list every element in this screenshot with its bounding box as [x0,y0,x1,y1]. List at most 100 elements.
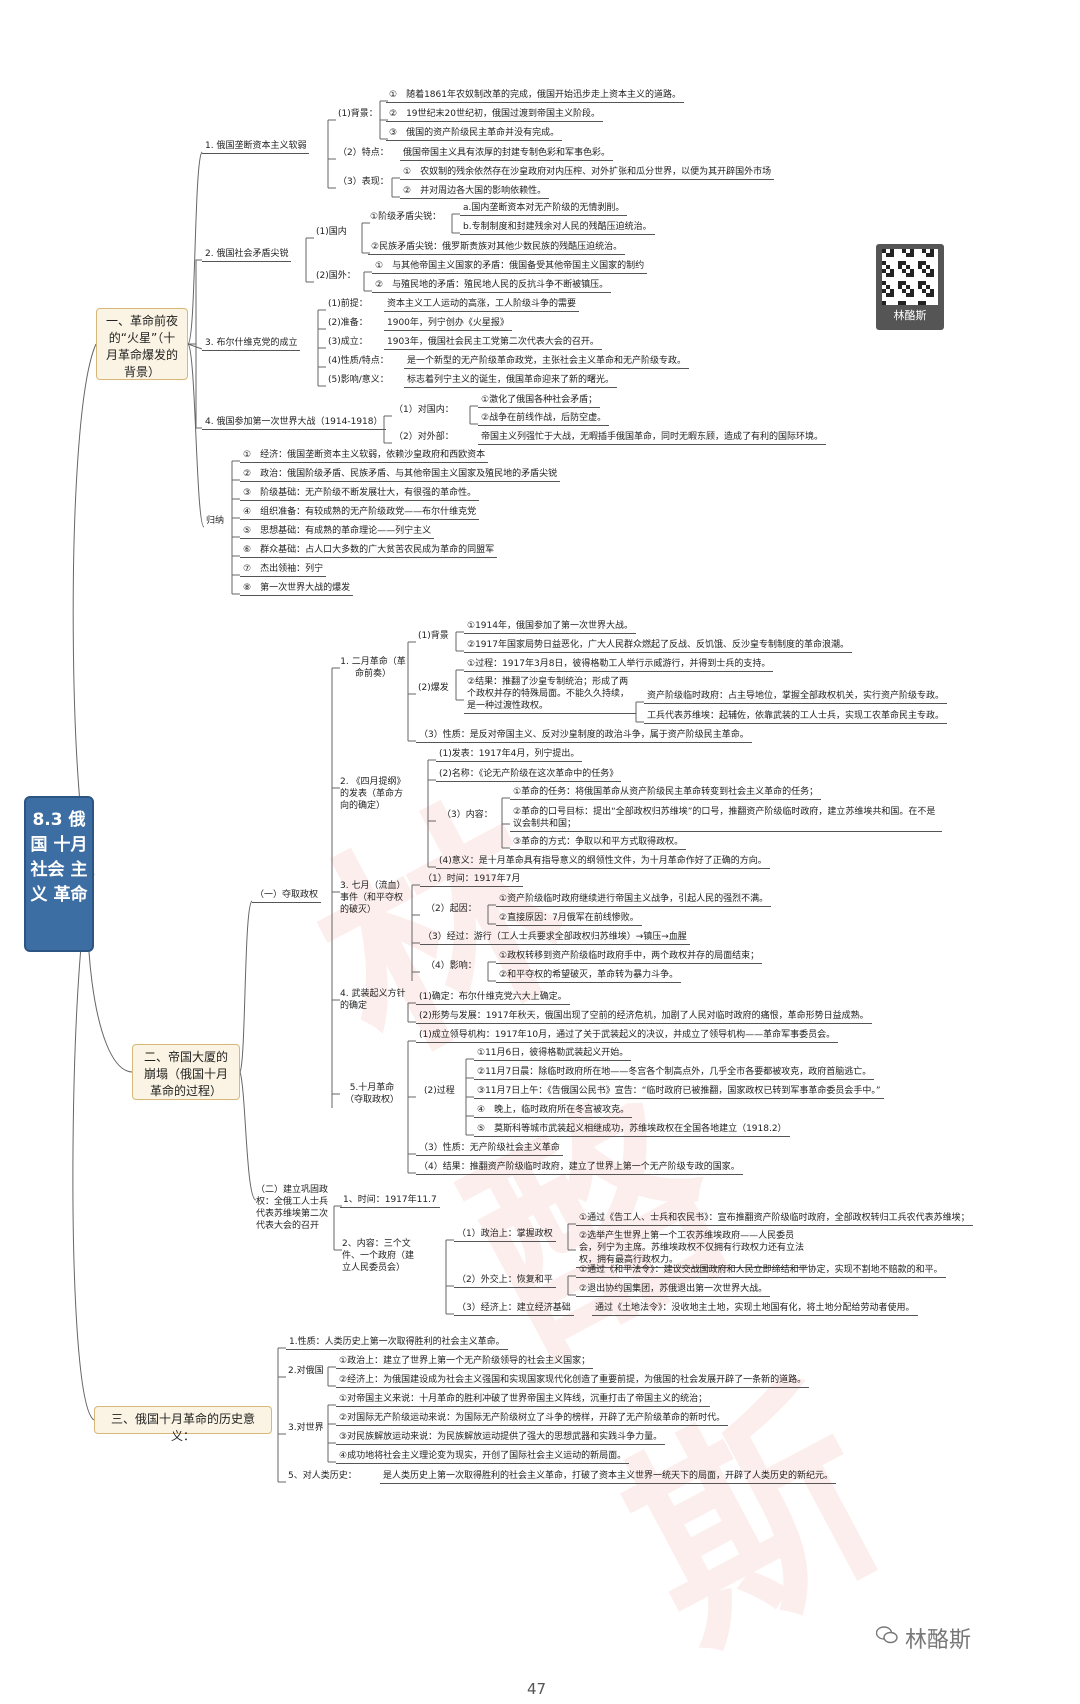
list-item: ⑥ 群众基础：占人口大多数的广大贫苦农民成为革命的同盟军 [240,544,498,558]
list-item: 工兵代表苏维埃：起辅佐，依靠武装的工人士兵，实现工农革命民主专政。 [644,710,948,724]
list-item: ③ 俄国的资产阶级民主革命并没有完成。 [386,127,563,141]
list-item: ⑤ 思想基础：有成熟的革命理论——列宁主义 [240,525,435,539]
s2-p1-label[interactable]: （一）夺取政权 [252,889,322,903]
root-topic[interactable]: 8.3 俄国 十月 社会 主义 革命 [24,796,94,952]
list-item: ① 经济：俄国垄断资本主义软弱，依赖沙皇政府和西欧资本 [240,449,489,463]
s2-c2-nr-label: （3）内容： [442,810,493,820]
list-item: ②直接原因：7月俄军在前线惨败。 [496,912,642,926]
wechat-icon [876,1626,898,1644]
section-2-title[interactable]: 二、帝国大厦的崩塌（俄国十月革命的过程） [132,1044,240,1100]
list-item: ① 随着1861年农奴制改革的完成，俄国开始迅步走上资本主义的道路。 [386,89,684,103]
list-item: 1903年，俄国社会民主工党第二次代表大会的召开。 [384,336,602,350]
list-item: （3）经过：游行（工人士兵要求全部政权归苏维埃）→镇压→血腥 [420,931,690,945]
list-item: ①革命的任务：将俄国革命从资产阶级民主革命转变到社会主义革命的任务； [510,786,822,800]
list-item: ④ 组织准备：有较成熟的无产阶级政党——布尔什维克党 [240,506,480,520]
list-item: ① 与其他帝国主义国家的矛盾：俄国备受其他帝国主义国家的制约 [372,260,648,274]
list-item: 是人类历史上第一次取得胜利的社会主义革命，打破了资本主义世界一统天下的局面，开辟… [380,1470,837,1484]
s1-b2-gw-label: (2)国外： [316,271,356,281]
list-item: ②战争在前线作战，后防空虚。 [478,412,610,426]
list-item: 资本主义工人运动的高涨，工人阶级斗争的需要 [384,298,580,312]
list-item: 是一个新型的无产阶级革命政党，主张社会主义革命和无产阶级专政。 [404,355,690,369]
qr-code-badge: 林酪斯 [876,244,944,330]
s2-c1-label[interactable]: 1. 二月革命（革命前奏） [340,657,406,679]
s2-p2-zz-label: （1）政治上：掌握政权 [454,1228,556,1242]
list-item: ①政治上：建立了世界上第一个无产阶级领导的社会主义国家； [336,1355,594,1369]
s1-b2-gn-a-label: ①阶级矛盾尖锐： [370,212,442,222]
list-item: （3）性质：无产阶级社会主义革命 [416,1142,563,1156]
list-item: 1.性质：人类历史上第一次取得胜利的社会主义革命。 [286,1336,508,1350]
s2-c4-label[interactable]: 4. 武装起义方针的确定 [340,989,406,1011]
list-item: ①通过《告工人、士兵和农民书》：宣布推翻资产阶级临时政府，全部政权转归工兵农代表… [576,1212,973,1226]
s1-b3-label-1: (1)前提： [328,299,368,309]
list-item: ⑤ 莫斯科等城市武装起义相继成功，苏维埃政权在全国各地建立（1918.2） [474,1123,790,1137]
list-item: ②退出协约国集团，苏俄退出第一次世界大战。 [576,1283,771,1297]
s1-b3-label-5: (5)影响/意义： [328,375,389,385]
list-item: ②1917年国家局势日益恶化，广大人民群众燃起了反战、反饥饿、反沙皇专制制度的革… [464,639,852,653]
list-item: (2)形势与发展：1917年秋天，俄国出现了空前的经济危机，加剧了人民对临时政府… [416,1010,872,1024]
s2-c3-label[interactable]: 3. 七月（流血）事件（和平夺权的破灭） [340,881,406,915]
list-item: ①过程：1917年3月8日，彼得格勒工人举行示威游行，并得到士兵的支持。 [464,658,774,672]
list-item: ④成功地将社会主义理论变为现实，开创了国际社会主义运动的新局面。 [336,1450,630,1464]
list-item: （4）结果：推翻资产阶级临时政府，建立了世界上第一个无产阶级专政的国家。 [416,1161,743,1175]
list-item: ①政权转移到资产阶级临时政府手中，两个政权并存的局面结束； [496,950,763,964]
s1-b3-label-4: (4)性质/特点： [328,356,389,366]
page-number: 47 [527,1680,547,1698]
list-item: ②经济上：为俄国建设成为社会主义强国和实现国家现代化创造了重要前提，为俄国的社会… [336,1374,810,1388]
list-item: ①资产阶级临时政府继续进行帝国主义战争，引起人民的强烈不满。 [496,893,772,907]
list-item: b.专制制度和封建残余对人民的残酷压迫统治。 [460,221,655,235]
s2-c1-bj-label: (1)背景 [418,631,449,641]
list-item: 标志着列宁主义的诞生，俄国革命迎来了新的曙光。 [404,374,618,388]
s3-sj-label[interactable]: 3.对世界 [288,1423,324,1433]
s2-c3-qy-label: （2）起因： [426,904,477,914]
s1-b3-label-3: (3)成立： [328,337,368,347]
list-item: ⑦ 杰出领袖：列宁 [240,563,327,577]
list-item: ②结果：推翻了沙皇专制统治；形成了两个政权并存的特殊局面。不能久久持续，是一种过… [464,676,636,714]
list-item: （1）时间：1917年7月 [420,873,524,887]
s1-b4-label[interactable]: 4. 俄国参加第一次世界大战（1914-1918） [202,416,386,430]
list-item: ③11月7日上午：《告俄国公民书》宣告：“临时政府已被推翻，国家政权已转到军事革… [474,1085,884,1099]
s3-rl-label[interactable]: 5、对人类历史： [288,1471,357,1481]
s1-b1-bg-label: (1)背景： [338,109,378,119]
section-1-title[interactable]: 一、革命前夜的“火星”（十月革命爆发的背景） [96,308,188,380]
list-item: 资产阶级临时政府：占主导地位，掌握全部政权机关，实行资产阶级专政。 [644,690,948,704]
list-item: ② 政治：俄国阶级矛盾、民族矛盾、与其他帝国主义国家及殖民地的矛盾尖锐 [240,468,561,482]
list-item: ③革命的方式：争取以和平方式取得政权。 [510,836,687,850]
list-item: (4)意义：是十月革命具有指导意义的纲领性文件，为十月革命作好了正确的方向。 [436,855,770,869]
list-item: 1、时间：1917年11.7 [340,1194,440,1208]
list-item: ① 农奴制的残余依然存在沙皇政府对内压榨、对外扩张和瓜分世界，以便为其开辟国外市… [400,166,775,180]
s1-b3-label[interactable]: 3. 布尔什维克党的成立 [202,337,301,351]
s2-p2-label[interactable]: （二）建立巩固政权：全俄工人士兵代表苏维埃第二次代表大会的召开 [256,1185,329,1231]
watermark-text: 林酪斯 [905,1628,972,1653]
list-item: ①11月6日，彼得格勒武装起义开始。 [474,1047,632,1061]
s1-b1-tz-label: （2）特点： [338,148,389,158]
qr-code-image [882,249,938,305]
list-item: ②革命的口号目标：提出“全部政权归苏维埃”的口号，推翻资产阶级临时政府，建立苏维… [510,806,942,832]
s1-b1-label[interactable]: 1. 俄国垄断资本主义软弱 [202,140,310,154]
s2-c2-label[interactable]: 2. 《四月提纲》的发表（革命方向的确定） [340,777,406,811]
s2-p2-jj-label: （3）经济上：建立经济基础 [454,1302,574,1316]
list-item: ④ 晚上，临时政府所在冬宫被攻克。 [474,1104,633,1118]
s2-c5-label[interactable]: 5.十月革命（夺取政权） [344,1083,399,1105]
s1-summary-label[interactable]: 归纳 [206,516,225,526]
list-item: ②民族矛盾尖锐：俄罗斯贵族对其他少数民族的残酷压迫统治。 [368,241,626,255]
list-item: 通过《土地法令》：没收地主土地，实现土地国有化，将土地分配给劳动者使用。 [592,1302,918,1316]
list-item: 帝国主义列强忙于大战，无暇插手俄国革命，同时无暇东顾，造成了有利的国际环境。 [478,431,827,445]
list-item: (1)发表：1917年4月，列宁提出。 [436,748,583,762]
list-item: ③ 阶级基础：无产阶级不断发展壮大，有很强的革命性。 [240,487,480,501]
list-item: ①激化了俄国各种社会矛盾； [478,394,601,408]
s2-p2-nr-label[interactable]: 2、内容：三个文件、一个政府（建立人民委员会） [342,1239,415,1273]
list-item: ②选举产生世界上第一个工农苏维埃政府——人民委员会，列宁为主席。苏维埃政权不仅拥… [576,1230,808,1268]
s1-b4-dn-label: （1）对国内： [394,405,454,415]
list-item: ② 并对周边各大国的影响依赖性。 [400,185,550,199]
s1-b2-label[interactable]: 2. 俄国社会矛盾尖锐 [202,248,292,262]
list-item: ②11月7日晨：除临时政府所在地——冬宫各个制高点外，几乎全市各要都被攻克，政府… [474,1066,875,1080]
s3-eg-label[interactable]: 2.对俄国 [288,1366,324,1376]
list-item: 俄国帝国主义具有浓厚的封建专制色彩和军事色彩。 [400,147,614,161]
list-item: ② 19世纪末20世纪初，俄国过渡到帝国主义阶段。 [386,108,603,122]
qr-caption: 林酪斯 [893,309,927,322]
section-3-title[interactable]: 三、俄国十月革命的历史意义： [94,1406,272,1443]
s1-b3-label-2: (2)准备： [328,318,368,328]
list-item: ⑧ 第一次世界大战的爆发 [240,582,354,596]
s1-b4-dw-label: （2）对外部： [394,432,454,442]
